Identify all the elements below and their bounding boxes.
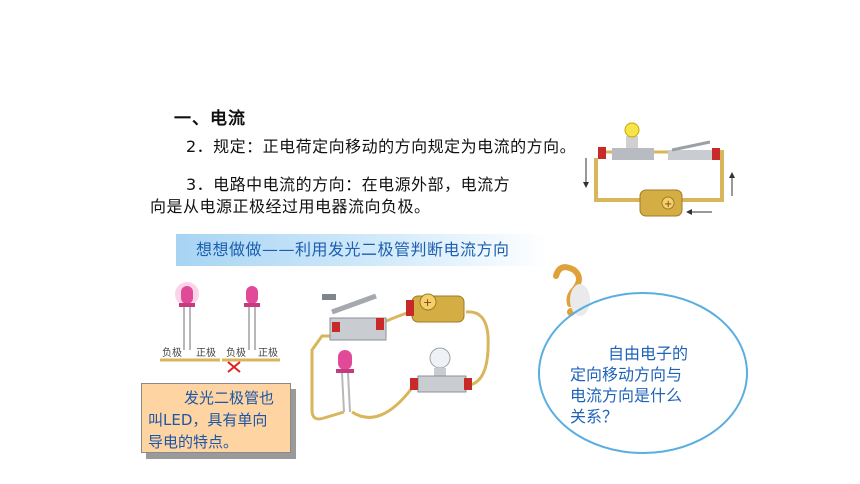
led-pos-label-left: 正极 — [196, 348, 216, 359]
battery-plus-symbol: + — [664, 199, 672, 210]
led-demo — [160, 282, 280, 373]
bulb-base — [612, 148, 654, 160]
middle-circuit-diagram: + — [310, 293, 490, 421]
mid-bulb-icon — [410, 347, 472, 393]
bulb-icon — [624, 122, 640, 138]
terminal — [598, 147, 606, 159]
switch-lever — [671, 140, 711, 152]
question-line-2: 定向移动方向与 — [570, 365, 683, 384]
battery-icon — [639, 189, 683, 217]
led-pos-label-right: 正极 — [258, 348, 278, 359]
question-text: 自由电子的 定向移动方向与 电流方向是什么 关系？ — [570, 343, 720, 427]
top-circuit-wire-left — [594, 158, 640, 202]
mid-wire-right — [465, 310, 490, 387]
callout-line-3: 导电的特点。 — [148, 433, 239, 451]
led-neg-label-left: 负极 — [162, 348, 182, 359]
section-heading: 一、电流 — [174, 109, 246, 129]
activity-banner: 想想做做——利用发光二极管判断电流方向 — [176, 234, 548, 266]
switch-base — [668, 150, 712, 160]
callout-line-1: 发光二极管也 — [184, 389, 275, 407]
led-callout: 发光二极管也 叫LED，具有单向 导电的特点。 — [141, 383, 291, 453]
question-bubble — [538, 292, 748, 454]
knife-switch-base — [329, 317, 387, 341]
led-glowing-icon — [175, 282, 199, 350]
question-line-4: 关系？ — [570, 407, 619, 426]
knife-switch-blade — [331, 293, 377, 315]
mid-wire-bottom — [351, 387, 414, 419]
led-neg-label-right: 负极 — [226, 348, 246, 359]
rule-paragraph: 2．规定：正电荷定向移动的方向规定为电流的方向。 — [186, 137, 577, 156]
mid-led-icon — [336, 350, 354, 413]
question-line-1: 自由电子的 — [608, 344, 689, 363]
mid-wire-left — [310, 334, 345, 421]
mid-battery-plus-symbol: + — [423, 296, 432, 309]
direction-paragraph: 3．电路中电流的方向：在电源外部，电流方向是从电源正极经过用电器流向负极。 — [150, 175, 511, 216]
led-off-icon — [244, 286, 260, 350]
callout-line-2: 叫LED，具有单向 — [148, 411, 268, 429]
question-line-3: 电流方向是什么 — [570, 386, 683, 405]
top-circuit-diagram: + — [583, 122, 735, 217]
cross-icon — [227, 361, 241, 373]
